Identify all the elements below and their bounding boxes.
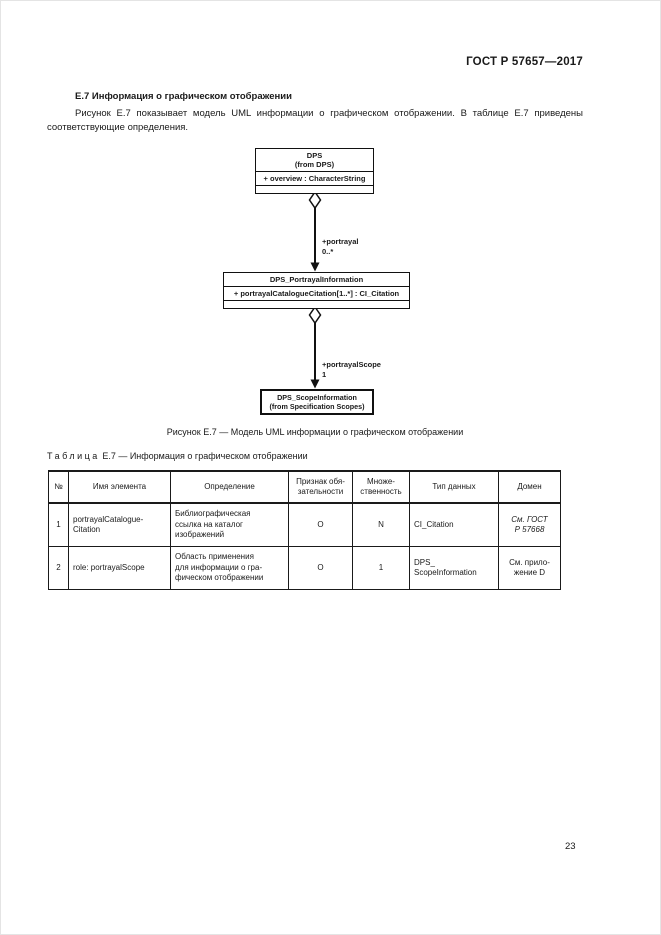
col-header-domain: Домен xyxy=(498,470,561,504)
col-header-num: № xyxy=(48,470,69,504)
cell-domain: См. прило- жение D xyxy=(498,546,561,590)
cell-mandatory: О xyxy=(288,502,353,547)
class-title: DPS xyxy=(306,151,323,160)
section-heading: Е.7 Информация о графическом отображении xyxy=(75,91,292,102)
cell-definition: Библиографическая ссылка на каталог изоб… xyxy=(170,502,289,547)
table-title-text: Е.7 — Информация о графическом отображен… xyxy=(102,451,308,461)
cell-type: CI_Citation xyxy=(409,502,499,547)
figure-caption: Рисунок Е.7 — Модель UML информации о гр… xyxy=(166,427,464,437)
uml-class-operations xyxy=(224,300,409,308)
col-header-mandatory: Признак обя- зательности xyxy=(288,470,353,504)
table-header-row: № Имя элемента Определение Признак обя- … xyxy=(48,470,561,504)
uml-class-dps: DPS (from DPS) + overview : CharacterStr… xyxy=(255,148,374,194)
multiplicity: 1 xyxy=(322,370,327,379)
cell-num: 2 xyxy=(48,546,69,590)
cell-type: DPS_ ScopeInformation xyxy=(409,546,499,590)
table-title: Таблица Е.7 — Информация о графическом о… xyxy=(47,451,308,461)
cell-domain: См. ГОСТ Р 57668 xyxy=(498,502,561,547)
col-header-name: Имя элемента xyxy=(68,470,171,504)
cell-multiplicity: N xyxy=(352,502,410,547)
uml-class-scope-information: DPS_ScopeInformation (from Specification… xyxy=(260,389,374,415)
association-label-portrayal-scope: +portrayalScope 1 xyxy=(322,360,381,380)
col-header-type: Тип данных xyxy=(409,470,499,504)
definitions-table: № Имя элемента Определение Признак обя- … xyxy=(48,470,561,590)
class-stereotype: (from DPS) xyxy=(294,160,335,169)
cell-multiplicity: 1 xyxy=(352,546,410,590)
association-label-portrayal: +portrayal 0..* xyxy=(322,237,358,257)
uml-class-operations xyxy=(256,185,373,193)
uml-class-portrayal-information: DPS_PortrayalInformation + portrayalCata… xyxy=(223,272,410,309)
table-header: № Имя элемента Определение Признак обя- … xyxy=(48,470,561,504)
table-row: 2 role: portrayalScope Область применени… xyxy=(48,546,561,590)
uml-class-name: DPS (from DPS) xyxy=(256,149,373,171)
uml-class-attributes: + portrayalCatalogueCitation[1..*] : CI_… xyxy=(224,286,409,300)
class-stereotype: (from Specification Scopes) xyxy=(269,402,365,411)
col-header-definition: Определение xyxy=(170,470,289,504)
role-name: +portrayal xyxy=(322,237,359,246)
arrowhead-icon xyxy=(310,262,320,272)
col-header-multiplicity: Множе- ственность xyxy=(352,470,410,504)
cell-name: role: portrayalScope xyxy=(68,546,171,590)
uml-class-name: DPS_ScopeInformation (from Specification… xyxy=(262,391,372,413)
table-title-label: Таблица xyxy=(47,451,100,461)
page-number: 23 xyxy=(565,841,576,852)
arrowhead-icon xyxy=(310,379,320,389)
aggregation-diamond-icon xyxy=(308,190,322,210)
cell-mandatory: О xyxy=(288,546,353,590)
cell-name: portrayalCatalogue- Citation xyxy=(68,502,171,547)
document-number: ГОСТ Р 57657—2017 xyxy=(466,56,583,68)
class-title: DPS_ScopeInformation xyxy=(277,393,357,402)
role-name: +portrayalScope xyxy=(322,360,381,369)
uml-diagram: DPS (from DPS) + overview : CharacterStr… xyxy=(0,145,661,423)
uml-class-name: DPS_PortrayalInformation xyxy=(269,275,364,284)
cell-definition: Область применения для информации о гра-… xyxy=(170,546,289,590)
section-paragraph: Рисунок Е.7 показывает модель UML информ… xyxy=(47,108,583,133)
multiplicity: 0..* xyxy=(322,247,334,256)
table-row: 1 portrayalCatalogue- Citation Библиогра… xyxy=(48,502,561,547)
aggregation-diamond-icon xyxy=(308,305,322,325)
uml-connectors xyxy=(308,190,322,389)
uml-class-attributes: + overview : CharacterString xyxy=(256,171,373,185)
cell-num: 1 xyxy=(48,502,69,547)
